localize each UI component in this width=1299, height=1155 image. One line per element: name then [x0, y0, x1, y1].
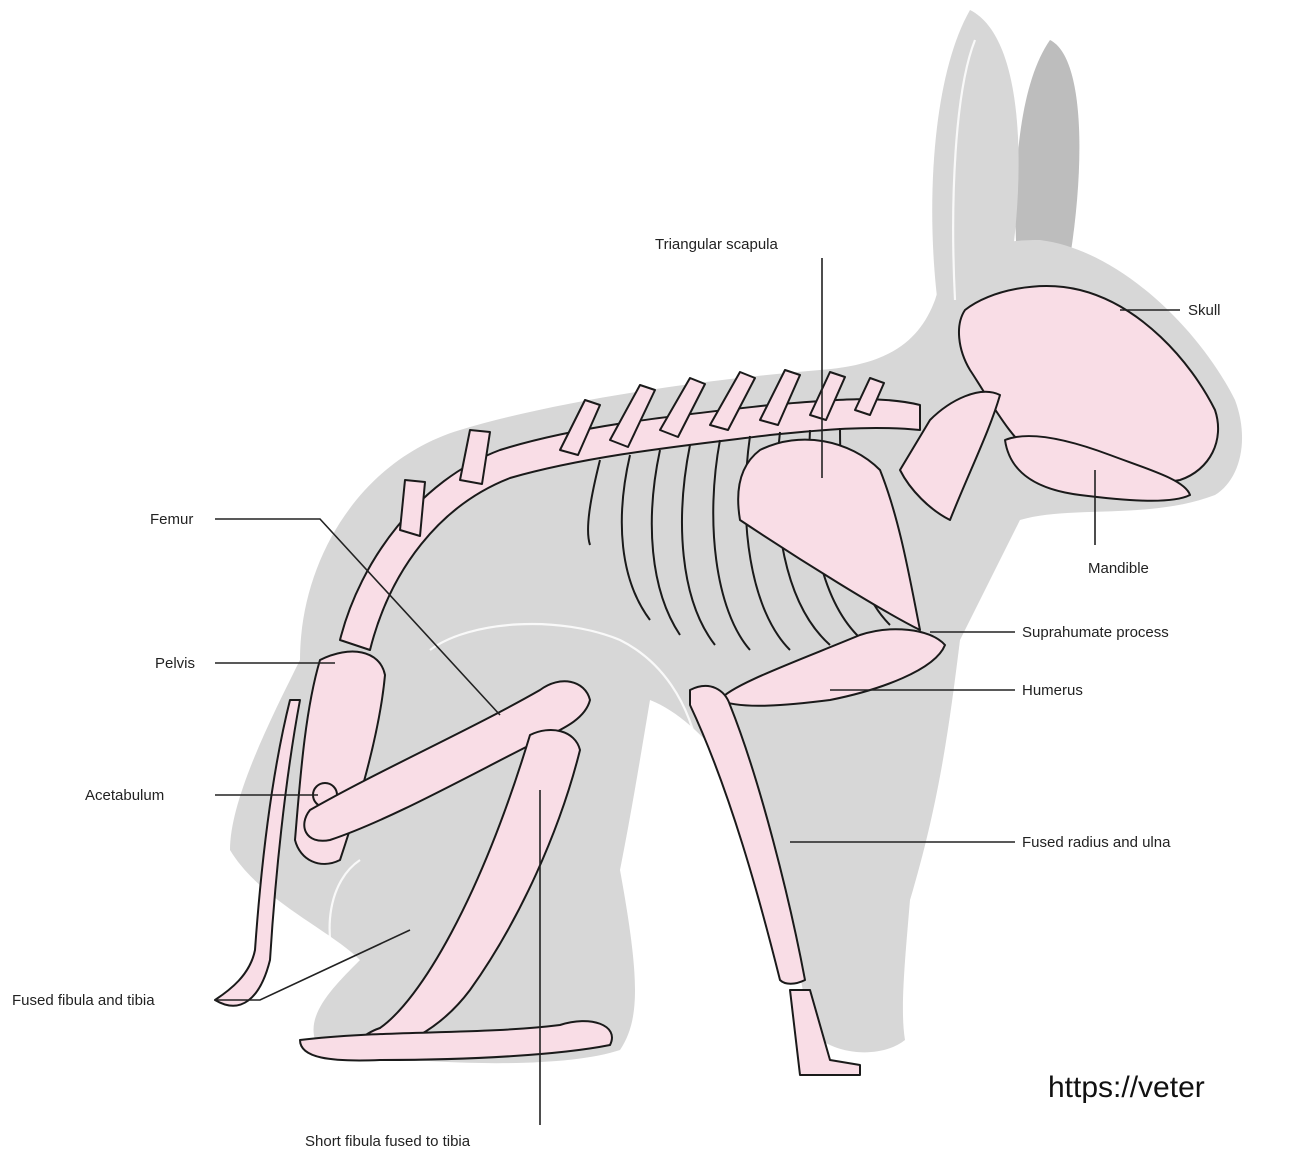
label-pelvis: Pelvis — [155, 655, 195, 672]
label-humerus: Humerus — [1022, 682, 1083, 699]
label-suprahumate-process: Suprahumate process — [1022, 624, 1169, 641]
label-short-fibula: Short fibula fused to tibia — [305, 1133, 471, 1150]
label-triangular-scapula: Triangular scapula — [655, 236, 778, 253]
label-skull: Skull — [1188, 302, 1221, 319]
body-silhouette — [230, 10, 1242, 1063]
label-fused-radius-ulna: Fused radius and ulna — [1022, 834, 1171, 851]
label-femur: Femur — [150, 511, 193, 528]
label-acetabulum: Acetabulum — [85, 787, 164, 804]
source-url-text: https://veter — [1048, 1071, 1205, 1104]
label-fused-fibula-tibia: Fused fibula and tibia — [12, 992, 155, 1009]
label-mandible: Mandible — [1088, 560, 1149, 577]
near-ear — [932, 10, 1018, 320]
